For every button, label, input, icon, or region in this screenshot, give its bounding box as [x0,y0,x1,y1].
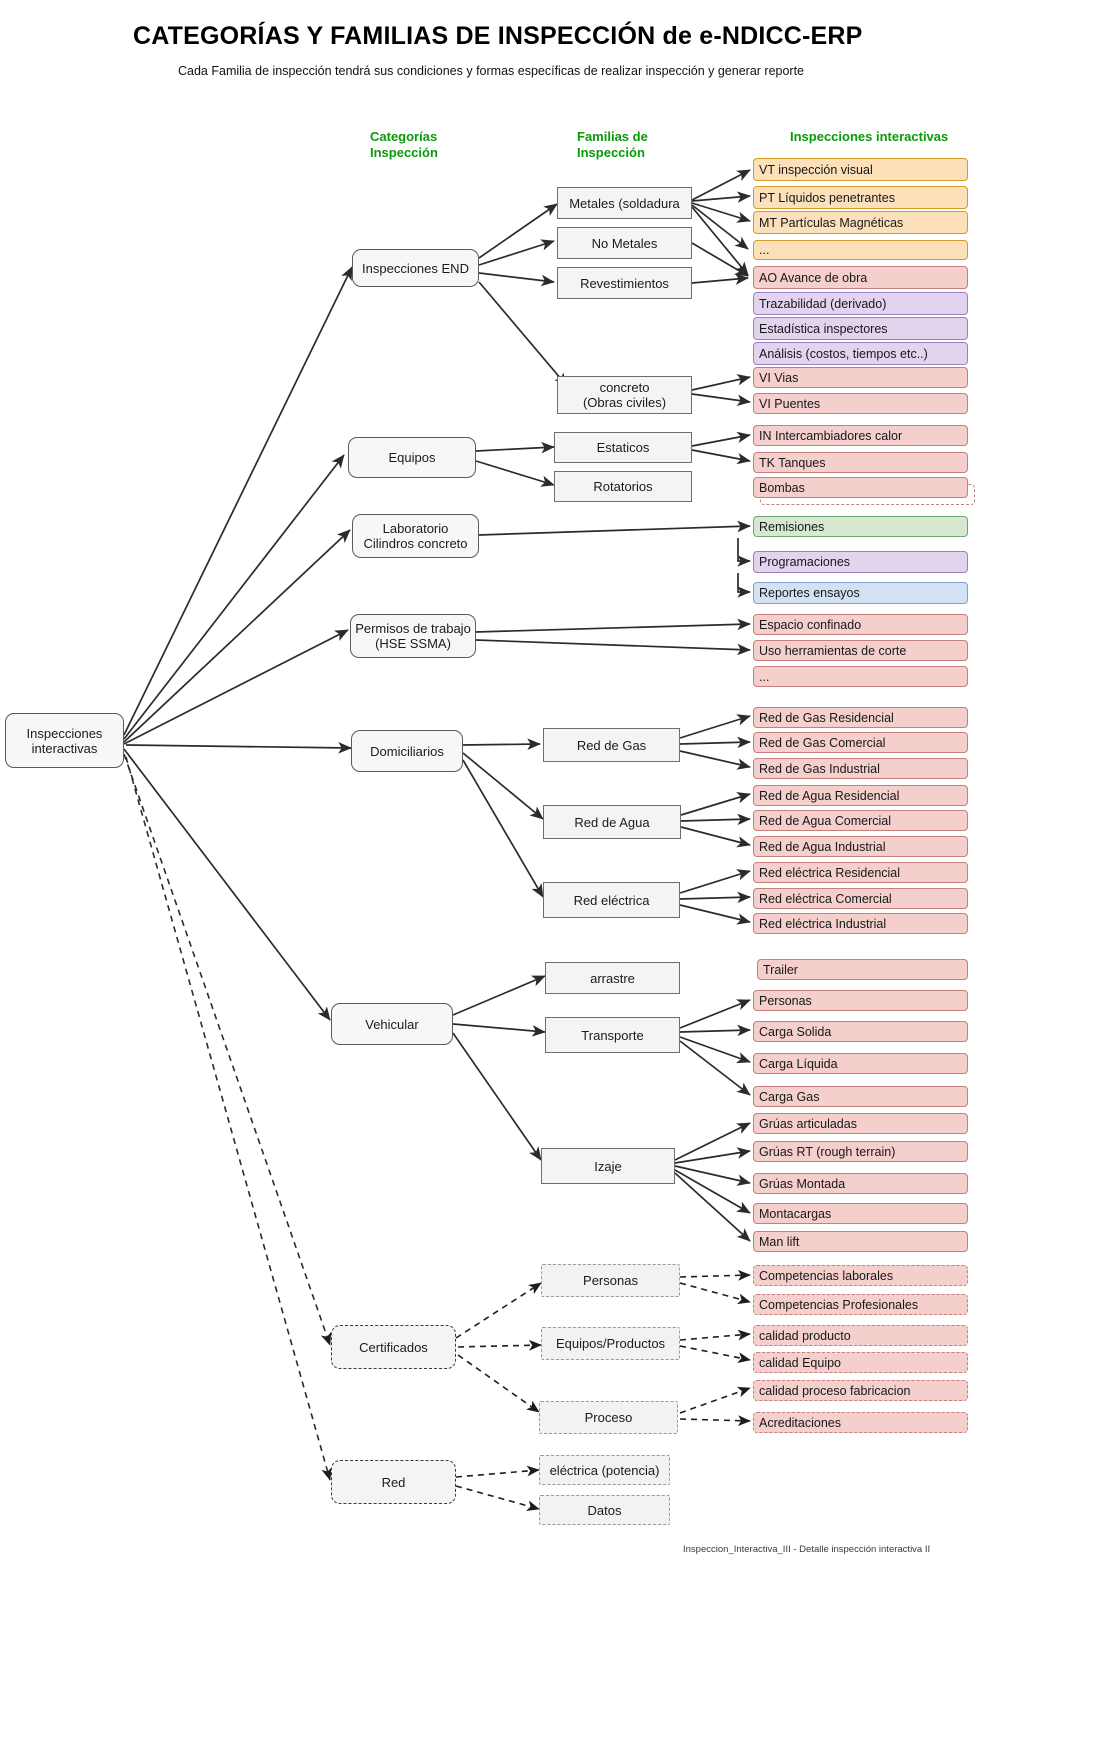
node-family-datos[interactable]: Datos [539,1495,670,1525]
node-family-metales[interactable]: Metales (soldadura [557,187,692,219]
node-category-inspecciones-end[interactable]: Inspecciones END [352,249,479,287]
node-root-line1: Inspecciones [26,725,103,741]
leaf-vi-puentes[interactable]: VI Puentes [753,393,968,414]
node-category-permisos-line2: (HSE SSMA) [375,636,451,651]
leaf-red-de-agua-residencial[interactable]: Red de Agua Residencial [753,785,968,806]
leaf-acreditaciones[interactable]: Acreditaciones [753,1412,968,1433]
node-category-domiciliarios[interactable]: Domiciliarios [351,730,463,772]
leaf-permisos-mas[interactable]: ... [753,666,968,687]
leaf-pt-liquidos-penetrantes[interactable]: PT Líquidos penetrantes [753,186,968,209]
node-family-red-de-gas[interactable]: Red de Gas [543,728,680,762]
leaf-uso-herramientas-de-corte[interactable]: Uso herramientas de corte [753,640,968,661]
node-family-concreto[interactable]: concreto (Obras civiles) [557,376,692,414]
leaf-reportes-ensayos[interactable]: Reportes ensayos [753,582,968,604]
node-category-laboratorio-line2: Cilindros concreto [363,536,468,551]
node-family-proceso[interactable]: Proceso [539,1401,678,1434]
node-family-revestimientos[interactable]: Revestimientos [557,267,692,299]
leaf-competencias-laborales[interactable]: Competencias laborales [753,1265,968,1286]
node-family-rotatorios[interactable]: Rotatorios [554,471,692,502]
leaf-montacargas[interactable]: Montacargas [753,1203,968,1224]
leaf-gruas-rt[interactable]: Grúas RT (rough terrain) [753,1141,968,1162]
leaf-tk-tanques[interactable]: TK Tanques [753,452,968,473]
leaf-red-de-agua-industrial[interactable]: Red de Agua Industrial [753,836,968,857]
node-category-red[interactable]: Red [331,1460,456,1504]
leaf-remisiones[interactable]: Remisiones [753,516,968,537]
leaf-bombas[interactable]: Bombas [753,477,968,498]
node-root[interactable]: Inspecciones interactivas [5,713,124,768]
node-category-permisos[interactable]: Permisos de trabajo (HSE SSMA) [350,614,476,658]
node-family-izaje[interactable]: Izaje [541,1148,675,1184]
node-family-concreto-line1: concreto [599,380,650,395]
column-header-categorias-line1: Categorías [370,129,438,144]
leaf-trazabilidad[interactable]: Trazabilidad (derivado) [753,292,968,315]
leaf-personas-transporte[interactable]: Personas [753,990,968,1011]
leaf-analisis-costos-tiempos[interactable]: Análisis (costos, tiempos etc..) [753,342,968,365]
column-header-categorias: Categorías Inspección [370,129,438,161]
leaf-mt-particulas-magneticas[interactable]: MT Partículas Magnéticas [753,211,968,234]
leaf-end-mas[interactable]: ... [753,240,968,260]
page-title: CATEGORÍAS Y FAMILIAS DE INSPECCIÓN de e… [133,22,863,50]
leaf-estadistica-inspectores[interactable]: Estadística inspectores [753,317,968,340]
page-subtitle: Cada Familia de inspección tendrá sus co… [178,64,805,78]
column-header-categorias-line2: Inspección [370,145,438,160]
node-category-laboratorio-line1: Laboratorio [382,521,449,536]
node-category-permisos-line1: Permisos de trabajo [355,621,471,636]
column-header-familias-line1: Familias de [577,129,648,144]
leaf-ao-avance-de-obra[interactable]: AO Avance de obra [753,266,968,289]
leaf-red-de-gas-residencial[interactable]: Red de Gas Residencial [753,707,968,728]
leaf-carga-gas[interactable]: Carga Gas [753,1086,968,1107]
leaf-red-de-gas-industrial[interactable]: Red de Gas Industrial [753,758,968,779]
node-category-equipos[interactable]: Equipos [348,437,476,478]
leaf-red-de-agua-comercial[interactable]: Red de Agua Comercial [753,810,968,831]
column-header-familias: Familias de Inspección [577,129,648,161]
leaf-man-lift[interactable]: Man lift [753,1231,968,1252]
node-family-electrica-potencia[interactable]: eléctrica (potencia) [539,1455,670,1485]
leaf-vi-vias[interactable]: VI Vias [753,367,968,388]
node-root-line2: interactivas [31,740,98,756]
node-category-vehicular[interactable]: Vehicular [331,1003,453,1045]
leaf-vt-inspeccion-visual[interactable]: VT inspección visual [753,158,968,181]
node-category-certificados[interactable]: Certificados [331,1325,456,1369]
column-header-familias-line2: Inspección [577,145,645,160]
leaf-calidad-producto[interactable]: calidad producto [753,1325,968,1346]
node-family-red-electrica[interactable]: Red eléctrica [543,882,680,918]
node-family-arrastre[interactable]: arrastre [545,962,680,994]
column-header-inspecciones: Inspecciones interactivas [790,129,949,144]
leaf-gruas-articuladas[interactable]: Grúas articuladas [753,1113,968,1134]
leaf-carga-liquida[interactable]: Carga Líquida [753,1053,968,1074]
leaf-calidad-proceso-fabricacion[interactable]: calidad proceso fabricacion [753,1380,968,1401]
leaf-trailer[interactable]: Trailer [757,959,968,980]
node-family-personas[interactable]: Personas [541,1264,680,1297]
leaf-red-de-gas-comercial[interactable]: Red de Gas Comercial [753,732,968,753]
node-family-concreto-line2: (Obras civiles) [582,395,667,410]
leaf-competencias-profesionales[interactable]: Competencias Profesionales [753,1294,968,1315]
leaf-red-electrica-industrial[interactable]: Red eléctrica Industrial [753,913,968,934]
leaf-red-electrica-comercial[interactable]: Red eléctrica Comercial [753,888,968,909]
node-family-equipos-productos[interactable]: Equipos/Productos [541,1327,680,1360]
leaf-red-electrica-residencial[interactable]: Red eléctrica Residencial [753,862,968,883]
node-category-laboratorio[interactable]: Laboratorio Cilindros concreto [352,514,479,558]
leaf-carga-solida[interactable]: Carga Solida [753,1021,968,1042]
node-family-red-de-agua[interactable]: Red de Agua [543,805,681,839]
leaf-espacio-confinado[interactable]: Espacio confinado [753,614,968,635]
node-family-no-metales[interactable]: No Metales [557,227,692,259]
leaf-in-intercambiadores-calor[interactable]: IN Intercambiadores calor [753,425,968,446]
leaf-programaciones[interactable]: Programaciones [753,551,968,573]
node-family-transporte[interactable]: Transporte [545,1017,680,1053]
node-family-estaticos[interactable]: Estaticos [554,432,692,463]
leaf-calidad-equipo[interactable]: calidad Equipo [753,1352,968,1373]
leaf-gruas-montada[interactable]: Grúas Montada [753,1173,968,1194]
footer-caption: Inspeccion_Interactiva_III - Detalle ins… [683,1544,931,1555]
